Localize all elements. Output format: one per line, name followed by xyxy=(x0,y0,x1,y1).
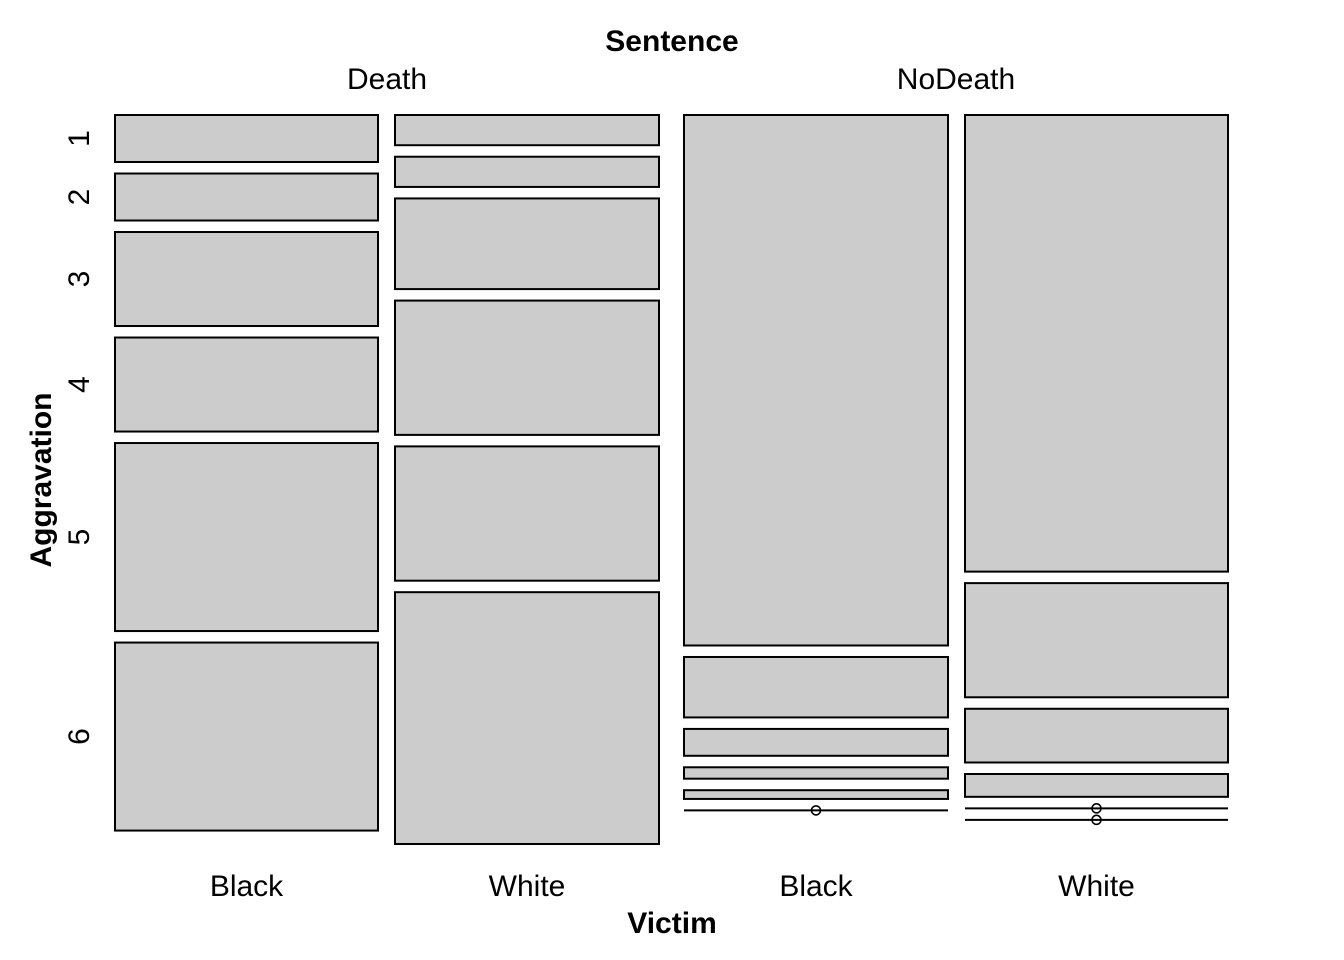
tile-death-white-4 xyxy=(394,299,660,436)
tile-death-white-2 xyxy=(394,155,660,188)
row-label-6: 6 xyxy=(63,728,96,745)
tile-death-white-6 xyxy=(394,591,660,845)
row-label-2: 2 xyxy=(63,189,96,206)
tile-nodeath-white-4 xyxy=(964,772,1229,798)
row-label-5: 5 xyxy=(63,529,96,546)
row-labels: 1 2 3 4 5 6 xyxy=(63,130,96,745)
tile-nodeath-black-3 xyxy=(683,727,949,757)
tile-death-black-3 xyxy=(114,231,379,328)
row-label-1: 1 xyxy=(63,130,96,147)
tile-death-black-4 xyxy=(114,336,379,433)
mosaic-tiles xyxy=(114,114,1229,845)
tile-nodeath-black-1 xyxy=(683,114,949,647)
tile-death-white-5 xyxy=(394,445,660,582)
tile-nodeath-white-2 xyxy=(964,582,1229,699)
row-label-3: 3 xyxy=(63,271,96,288)
column-label-nodeath: NoDeath xyxy=(897,63,1015,96)
victim-label-nodeath-black: Black xyxy=(779,870,853,903)
tile-death-black-2 xyxy=(114,172,379,222)
tile-nodeath-black-2 xyxy=(683,655,949,719)
x-axis-title: Victim xyxy=(627,907,717,940)
tile-nodeath-black-5 xyxy=(683,789,949,800)
tile-nodeath-white-3 xyxy=(964,707,1229,764)
victim-label-nodeath-white: White xyxy=(1058,870,1135,903)
tile-nodeath-white-5-zero-marker xyxy=(1091,803,1102,814)
tile-death-white-1 xyxy=(394,114,660,147)
row-label-4: 4 xyxy=(63,376,96,393)
chart-title: Sentence xyxy=(605,25,738,58)
victim-label-death-white: White xyxy=(489,870,566,903)
tile-nodeath-black-4 xyxy=(683,766,949,780)
tile-nodeath-black-6-zero-marker xyxy=(810,805,822,816)
column-label-death: Death xyxy=(347,63,427,96)
tile-death-black-6 xyxy=(114,641,379,832)
y-axis-title: Aggravation xyxy=(25,392,58,567)
victim-label-death-black: Black xyxy=(210,870,284,903)
tile-death-black-5 xyxy=(114,442,379,633)
tile-nodeath-white-1 xyxy=(964,114,1229,573)
victim-labels: Black White Black White xyxy=(210,870,1135,903)
tile-death-white-3 xyxy=(394,197,660,291)
tile-death-black-1 xyxy=(114,114,379,164)
tile-nodeath-white-6-zero-marker xyxy=(1091,814,1102,826)
